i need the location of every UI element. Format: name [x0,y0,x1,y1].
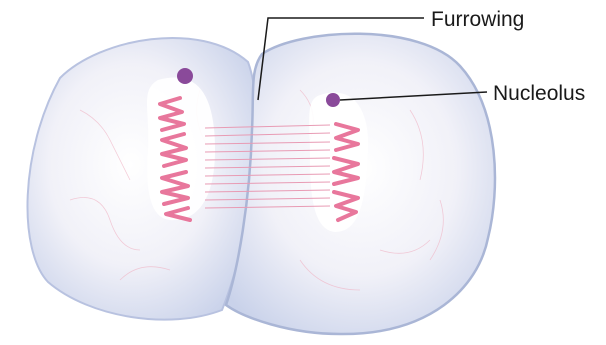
left-nucleolus [177,68,193,84]
nucleolus-label: Nucleolus [493,82,585,105]
right-nuclear-region [309,92,368,232]
right-nucleolus [326,93,340,107]
furrowing-label: Furrowing [431,8,524,31]
left-daughter-cell [27,38,256,320]
